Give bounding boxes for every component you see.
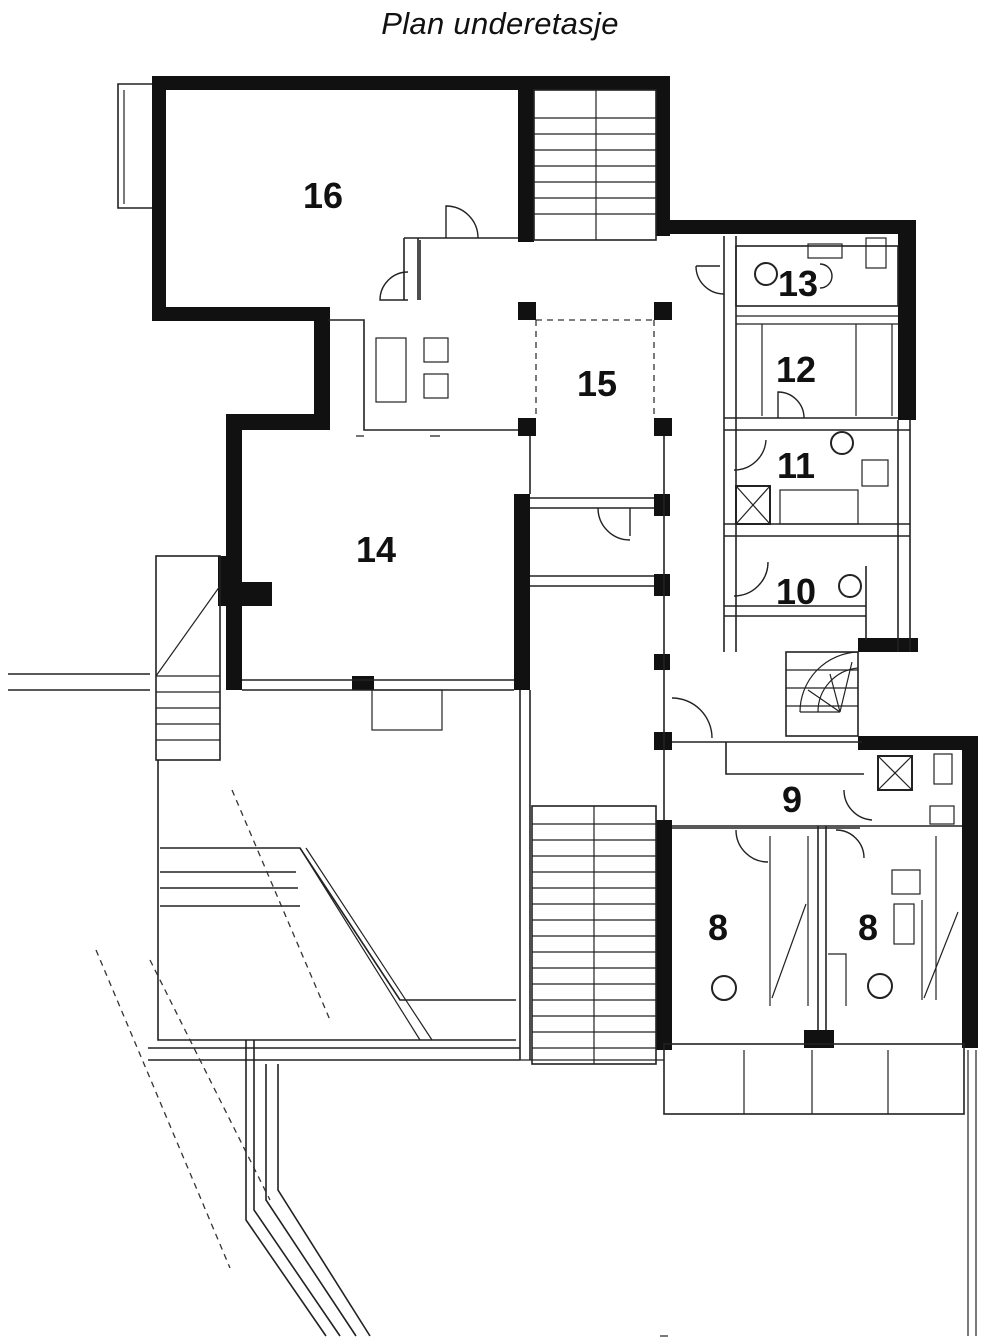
fixtures [711, 237, 893, 1001]
room-label-10: 10 [776, 571, 816, 612]
room-label-13: 13 [778, 263, 818, 304]
room-label-8a: 8 [708, 907, 728, 948]
exterior-walls [152, 76, 978, 1050]
plan-title: Plan underetasje [381, 6, 619, 41]
room-label-12: 12 [776, 349, 816, 390]
room-label-14: 14 [356, 529, 396, 570]
room-labels: 16 15 14 13 12 11 10 9 8 8 [303, 175, 878, 948]
room-label-16: 16 [303, 175, 343, 216]
room-label-9: 9 [782, 779, 802, 820]
room-label-15: 15 [577, 363, 617, 404]
room-label-8b: 8 [858, 907, 878, 948]
interior-lines [8, 83, 977, 1337]
room-label-11: 11 [777, 445, 815, 486]
door-swings [379, 205, 873, 863]
